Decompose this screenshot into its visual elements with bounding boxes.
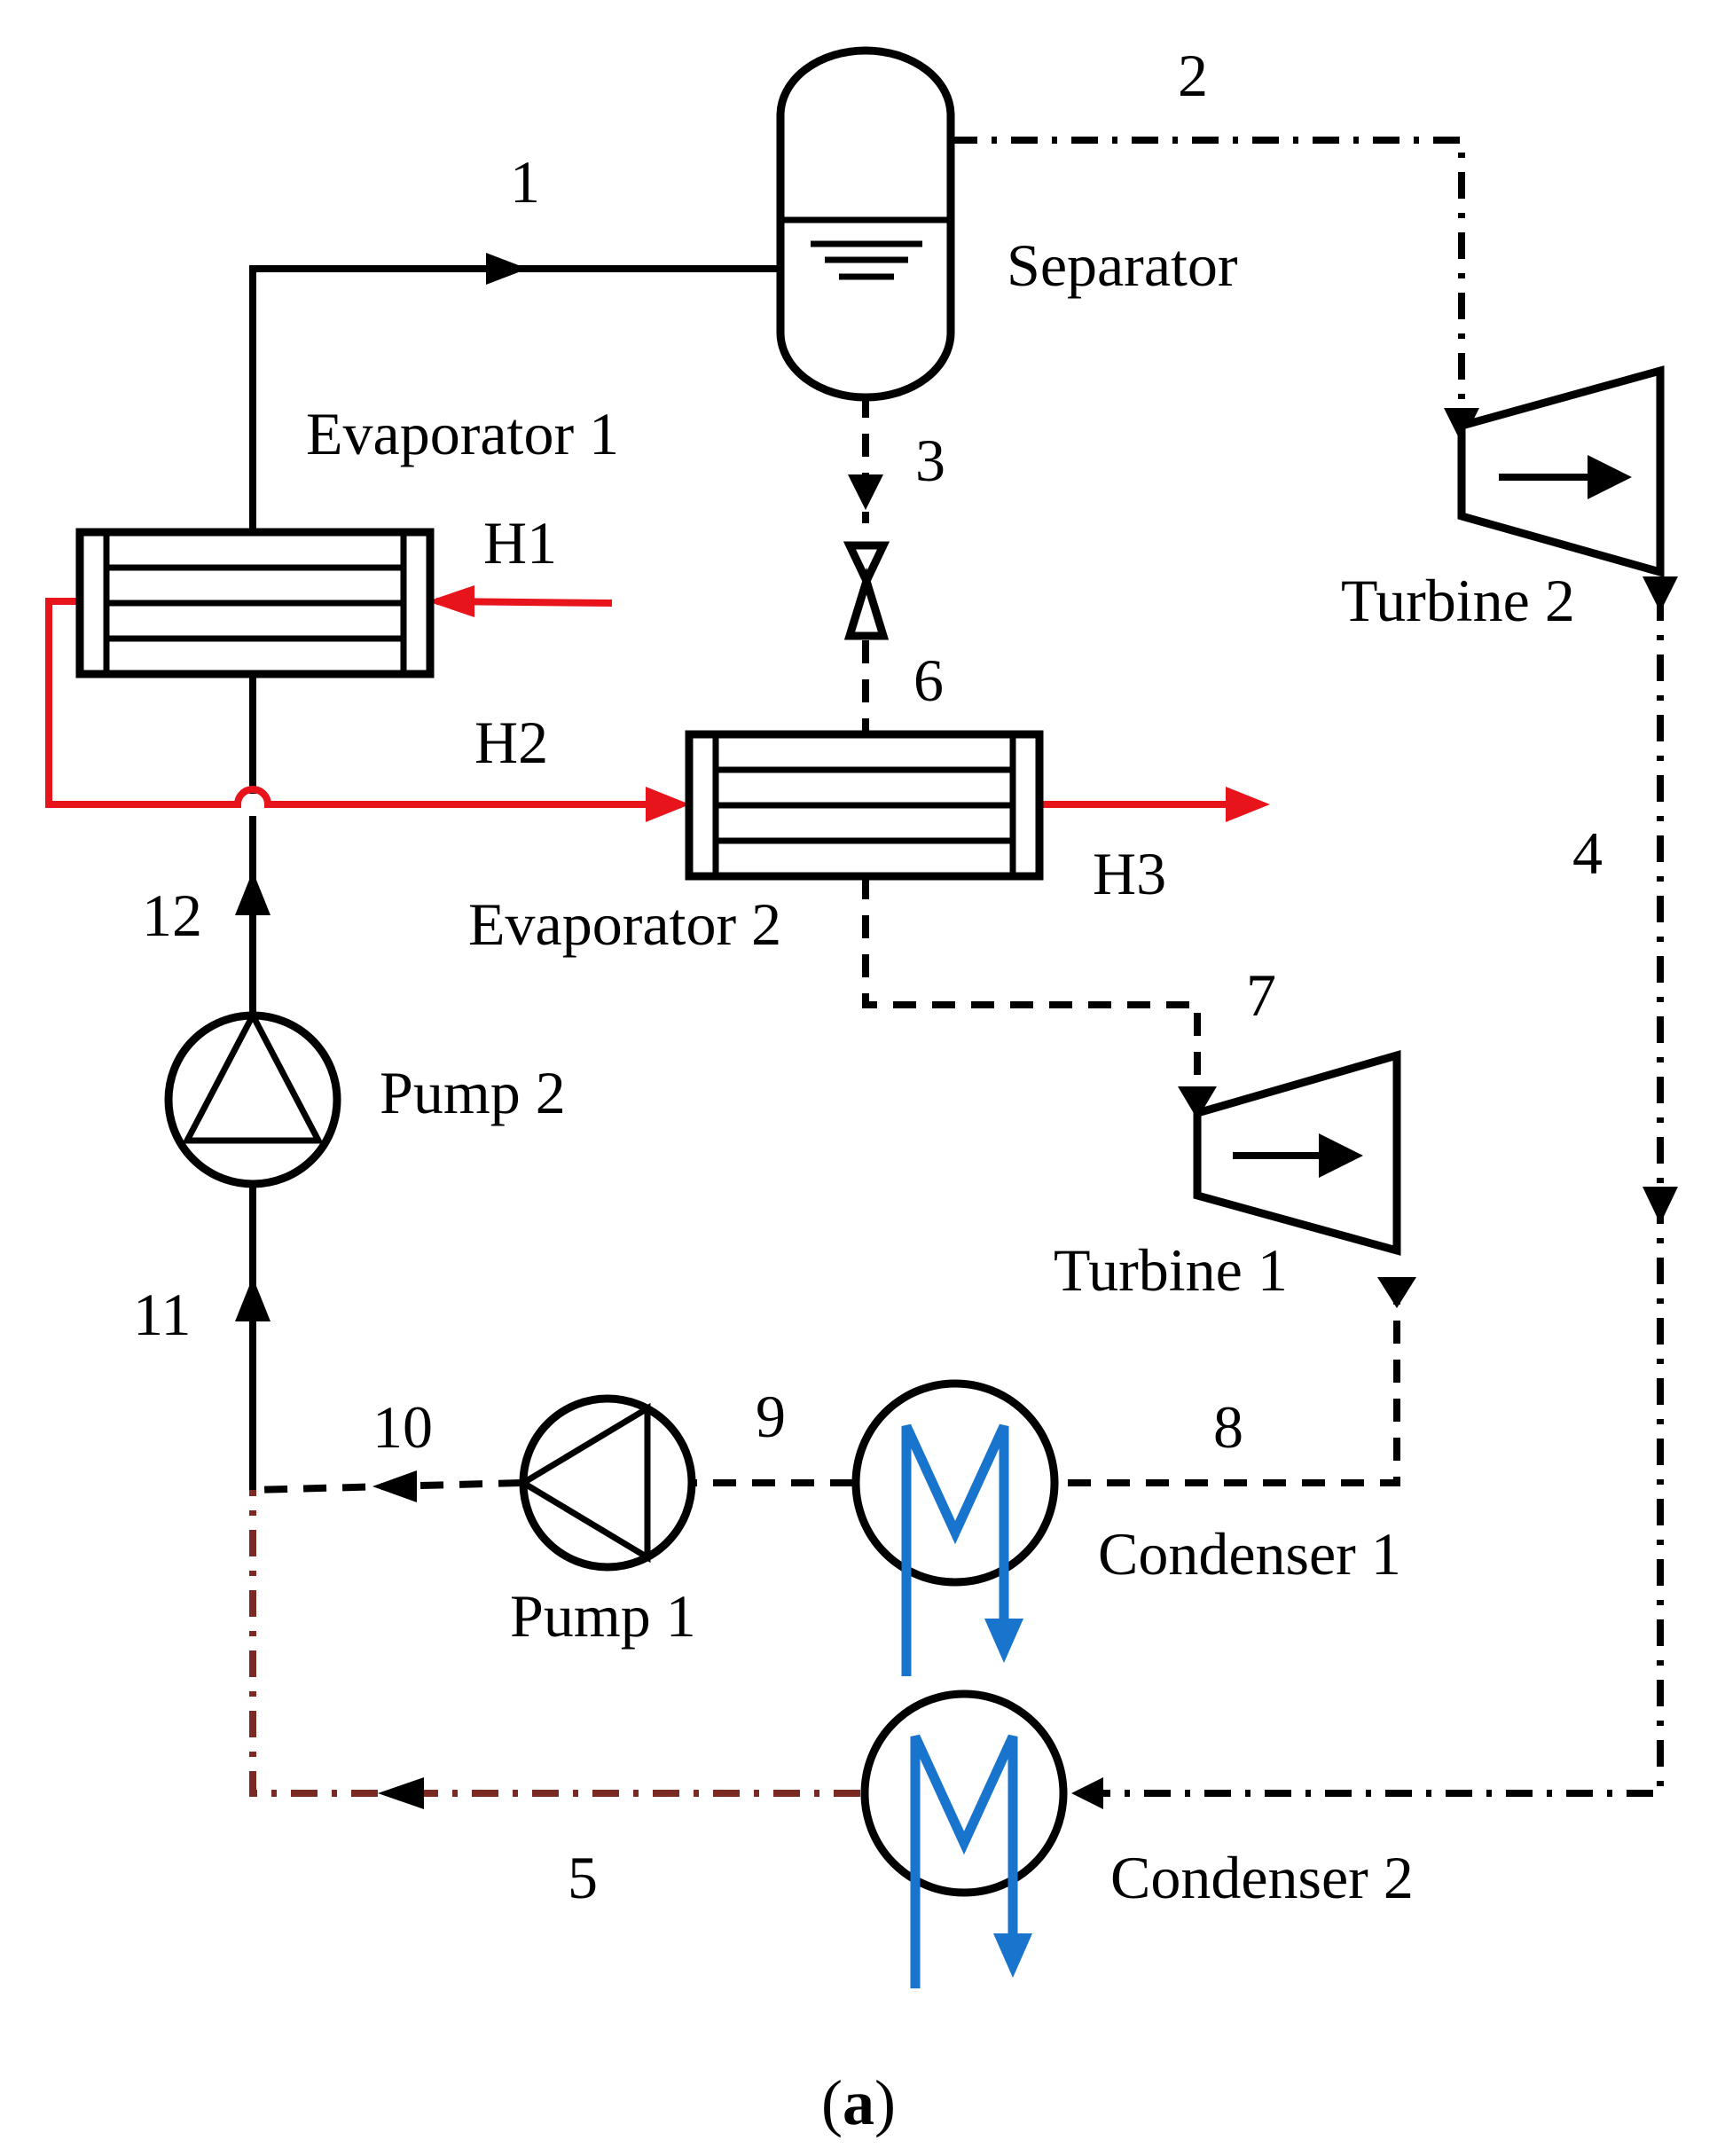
label-state-12: 12 [142, 882, 202, 949]
throttle-valve [843, 541, 890, 640]
evaporator-1 [75, 528, 435, 678]
arrow-state-3 [848, 474, 883, 510]
arrow-state-12 [235, 871, 270, 915]
pipe-state-5 [249, 1490, 860, 1797]
arrow-state-5 [378, 1777, 424, 1809]
arrow-h3 [1226, 787, 1270, 822]
label-state-8: 8 [1213, 1393, 1243, 1461]
arrow-state-4b [1643, 1187, 1678, 1224]
arrow-h2 [646, 787, 690, 822]
arrow-state-10 [372, 1470, 417, 1502]
label-h3: H3 [1093, 840, 1166, 907]
label-state-2: 2 [1178, 42, 1208, 109]
label-turbine-2: Turbine 2 [1341, 567, 1575, 634]
label-evaporator-2: Evaporator 2 [468, 890, 781, 958]
pipe-state-4 [1093, 594, 1664, 1797]
label-state-11: 11 [133, 1281, 191, 1348]
label-condenser-2: Condenser 2 [1110, 1844, 1414, 1911]
label-state-9: 9 [756, 1383, 786, 1450]
arrow-state-4c [1071, 1777, 1103, 1809]
label-state-1: 1 [510, 148, 540, 216]
arrow-state-4a [1643, 576, 1678, 612]
arrow-state-1 [486, 253, 528, 285]
turbine-1 [1193, 1050, 1401, 1256]
turbine-2 [1457, 365, 1665, 577]
label-pump-2: Pump 2 [380, 1059, 566, 1126]
figure-caption: (a) [821, 2067, 896, 2138]
heat-stream-h2 [45, 598, 661, 808]
evaporator-2 [685, 730, 1044, 881]
label-pump-1: Pump 1 [510, 1582, 696, 1650]
label-separator: Separator [1007, 231, 1238, 299]
arrow-state-8 [1377, 1277, 1416, 1308]
label-condenser-1: Condenser 1 [1098, 1520, 1401, 1588]
label-state-3: 3 [915, 427, 945, 494]
label-turbine-1: Turbine 1 [1054, 1236, 1288, 1304]
label-h2: H2 [474, 709, 548, 776]
pipe-state-1 [249, 265, 780, 532]
pipe-state-8 [1057, 1282, 1400, 1486]
separator [776, 46, 955, 402]
condenser-1 [851, 1379, 1059, 1676]
arrow-state-11 [235, 1277, 270, 1321]
label-state-6: 6 [913, 647, 944, 714]
label-state-10: 10 [372, 1393, 433, 1461]
pipe-state-7 [862, 876, 1201, 1100]
label-state-4: 4 [1572, 819, 1603, 887]
label-state-5: 5 [568, 1844, 598, 1911]
pump-2 [164, 1008, 341, 1188]
condenser-2 [860, 1690, 1068, 1988]
pump-1 [517, 1394, 696, 1572]
arrow-h1 [427, 585, 474, 617]
label-evaporator-1: Evaporator 1 [306, 400, 619, 467]
label-state-7: 7 [1246, 961, 1276, 1029]
arrow-state-7 [1178, 1086, 1217, 1119]
label-h1: H1 [483, 509, 557, 576]
